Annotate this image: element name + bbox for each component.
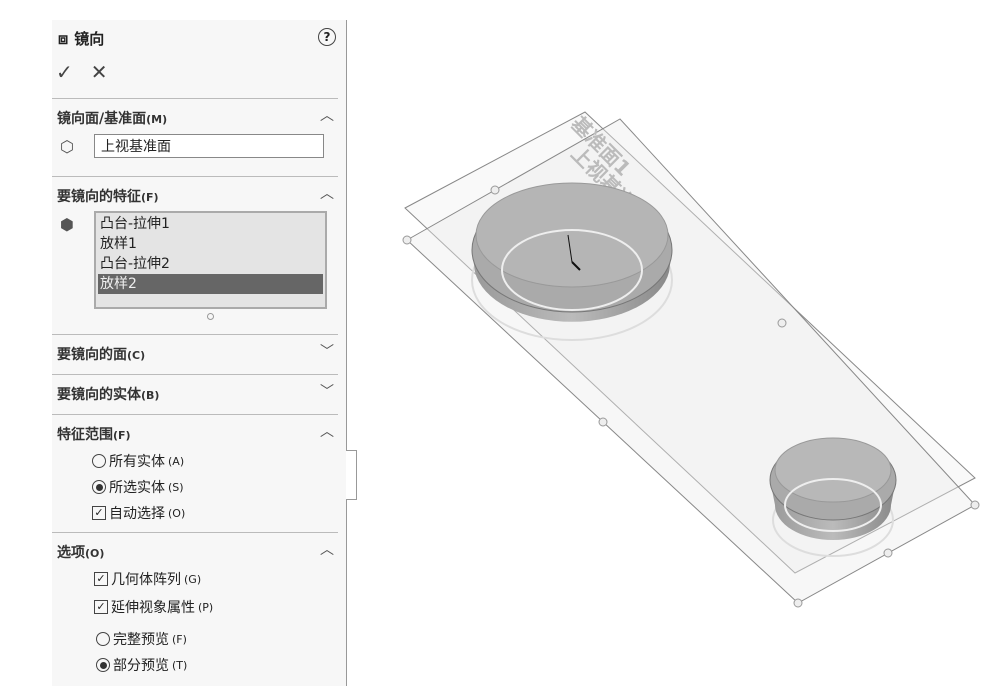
- panel-collapse-tab[interactable]: [346, 450, 357, 500]
- section-mirror-face: 镜向面/基准面(M) ︿ ⬡ 上视基准面: [52, 98, 338, 177]
- shortcut-key: (C): [127, 349, 146, 362]
- section-scope: 特征范围(F) ︿ 所有实体(A) 所选实体(S) ✓自动选择(O): [52, 414, 338, 533]
- shortcut-key: (B): [141, 389, 160, 402]
- list-item-selected[interactable]: 放样2: [98, 274, 323, 294]
- section-options: 选项(O) ︿ ✓几何体阵列(G) ✓延伸视象属性(P) 完整预览(F) 部分预…: [52, 532, 338, 687]
- handle[interactable]: [402, 235, 412, 245]
- handle[interactable]: [883, 548, 893, 558]
- handle[interactable]: [598, 417, 608, 427]
- list-item[interactable]: 凸台-拉伸2: [100, 256, 170, 272]
- features-icon: ⬢: [60, 215, 74, 234]
- section-features: 要镜向的特征(F) ︿ ⬢ 凸台-拉伸1 放样1 凸台-拉伸2 放样2: [52, 176, 338, 335]
- chevron-down-icon[interactable]: ﹀: [320, 384, 334, 400]
- panel-header: ⧈ 镜向: [58, 28, 104, 49]
- mirror-icon: ⧈: [58, 28, 69, 48]
- handle[interactable]: [490, 185, 500, 195]
- section-title: 要镜向的面: [57, 347, 127, 363]
- small-boss[interactable]: [769, 437, 897, 557]
- help-button[interactable]: ?: [318, 28, 336, 46]
- mirror-plane-field[interactable]: 上视基准面: [94, 134, 324, 158]
- section-title: 特征范围: [57, 427, 113, 443]
- shortcut-key: (F): [141, 191, 159, 204]
- section-title: 镜向面/基准面: [57, 111, 147, 127]
- plane-handles: [402, 185, 980, 608]
- chevron-up-icon[interactable]: ︿: [320, 542, 334, 558]
- section-title: 要镜向的特征: [57, 189, 141, 205]
- checkbox-geometry-pattern[interactable]: ✓几何体阵列(G): [94, 569, 201, 589]
- checkbox-propagate-visual[interactable]: ✓延伸视象属性(P): [94, 597, 213, 617]
- section-bodies[interactable]: 要镜向的实体(B) ﹀: [52, 374, 338, 415]
- handle[interactable]: [793, 598, 803, 608]
- handle[interactable]: [970, 500, 980, 510]
- property-manager: ⧈ 镜向 ? ✓ ✕ 镜向面/基准面(M) ︿ ⬡ 上视基准面 要镜向的特征(F…: [52, 20, 347, 686]
- radio-selected-bodies[interactable]: 所选实体(S): [92, 477, 184, 497]
- radio-partial-preview[interactable]: 部分预览(T): [96, 655, 187, 675]
- plane-cube-icon: ⬡: [60, 137, 74, 156]
- ok-button[interactable]: ✓: [56, 60, 73, 84]
- chevron-up-icon[interactable]: ︿: [320, 186, 334, 202]
- shortcut-key: (F): [113, 429, 131, 442]
- panel-title: 镜向: [74, 30, 105, 48]
- chevron-down-icon[interactable]: ﹀: [320, 344, 334, 360]
- features-list[interactable]: 凸台-拉伸1 放样1 凸台-拉伸2 放样2: [94, 211, 327, 309]
- cancel-button[interactable]: ✕: [90, 60, 108, 84]
- checkbox-auto-select[interactable]: ✓自动选择(O): [92, 503, 185, 523]
- resize-handle[interactable]: [207, 313, 214, 320]
- large-boss[interactable]: [471, 182, 673, 341]
- chevron-up-icon[interactable]: ︿: [320, 108, 334, 124]
- section-title: 要镜向的实体: [57, 387, 141, 403]
- handle[interactable]: [777, 318, 787, 328]
- list-item[interactable]: 凸台-拉伸1: [100, 216, 170, 232]
- list-item[interactable]: 放样1: [100, 236, 137, 252]
- section-title: 选项: [57, 545, 85, 561]
- shortcut-key: (O): [85, 547, 105, 560]
- radio-all-bodies[interactable]: 所有实体(A): [92, 451, 184, 471]
- shortcut-key: (M): [146, 113, 168, 126]
- section-faces[interactable]: 要镜向的面(C) ﹀: [52, 334, 338, 375]
- radio-full-preview[interactable]: 完整预览(F): [96, 629, 187, 649]
- chevron-up-icon[interactable]: ︿: [320, 424, 334, 440]
- graphics-viewport[interactable]: 基准面1 上视基准面: [360, 0, 1000, 686]
